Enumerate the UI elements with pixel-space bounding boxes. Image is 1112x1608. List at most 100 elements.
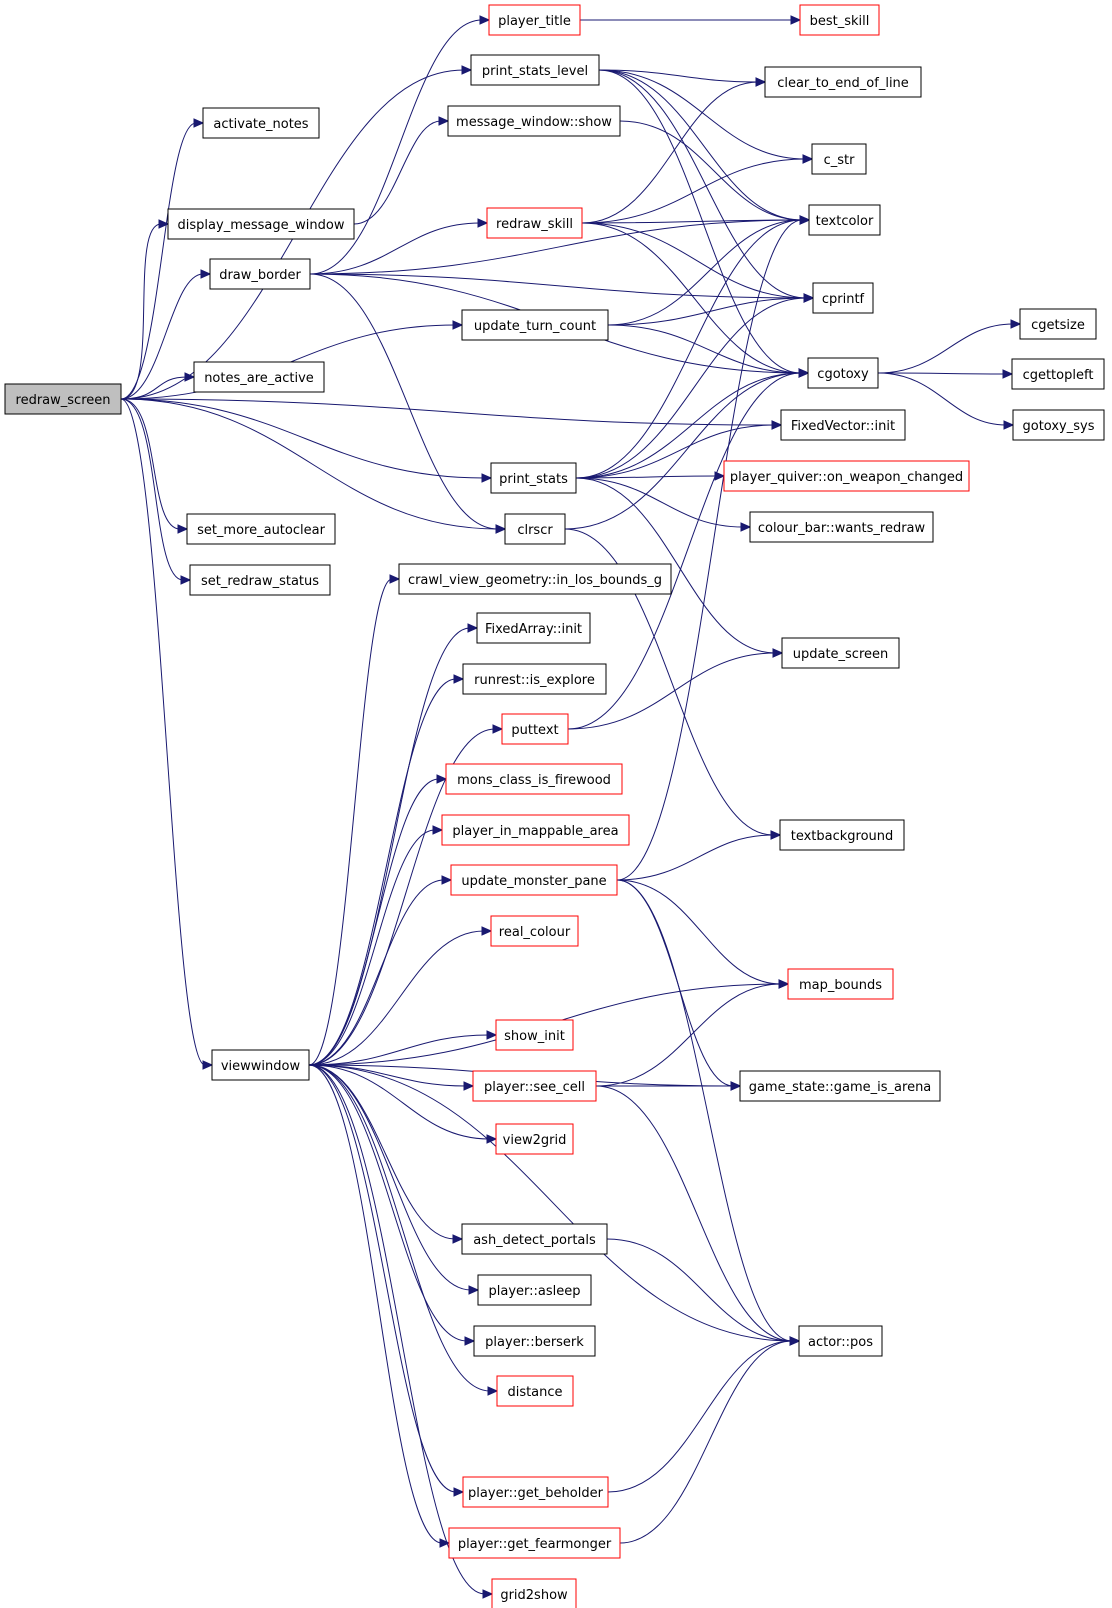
node-label: player::asleep xyxy=(489,1284,581,1299)
arrowhead-viewwindow-to-puttext xyxy=(492,724,504,734)
node-fixedvector-init[interactable]: FixedVector::init xyxy=(780,409,906,441)
node-label: player::see_cell xyxy=(484,1080,585,1095)
node-map-bounds[interactable]: map_bounds xyxy=(787,968,894,1000)
node-view2grid[interactable]: view2grid xyxy=(495,1123,574,1155)
node-player-quiver[interactable]: player_quiver::on_weapon_changed xyxy=(723,460,970,492)
node-mons-class-is-firewood[interactable]: mons_class_is_firewood xyxy=(445,763,623,795)
node-cprintf[interactable]: cprintf xyxy=(812,282,874,314)
edge-redraw-skill-to-textcolor xyxy=(581,219,803,224)
node-show-init[interactable]: show_init xyxy=(495,1019,574,1051)
node-draw-border[interactable]: draw_border xyxy=(209,258,311,290)
node-cgettopleft[interactable]: cgettopleft xyxy=(1011,358,1105,390)
node-distance[interactable]: distance xyxy=(496,1375,574,1407)
arrowhead-update-monster-pane-to-textbackground xyxy=(770,830,782,840)
node-box xyxy=(495,1123,574,1155)
node-player-in-mappable-area[interactable]: player_in_mappable_area xyxy=(441,814,630,846)
node-redraw-skill[interactable]: redraw_skill xyxy=(486,207,583,239)
edge-print-stats-level-to-cprintf xyxy=(598,69,807,299)
node-c-str[interactable]: c_str xyxy=(811,143,867,175)
node-crawl-view-geometry[interactable]: crawl_view_geometry::in_los_bounds_g xyxy=(398,563,672,595)
node-label: mons_class_is_firewood xyxy=(457,773,611,788)
node-clrscr[interactable]: clrscr xyxy=(504,513,566,545)
node-best-skill[interactable]: best_skill xyxy=(799,4,880,36)
node-gotoxy-sys[interactable]: gotoxy_sys xyxy=(1012,409,1105,441)
edge-update-turn-count-to-textcolor xyxy=(607,219,803,326)
edge-viewwindow-to-player-in-mappable-area xyxy=(308,829,436,1066)
edge-clrscr-to-textbackground xyxy=(564,528,774,836)
node-puttext[interactable]: puttext xyxy=(501,713,569,745)
node-textcolor[interactable]: textcolor xyxy=(808,204,881,236)
node-grid2show[interactable]: grid2show xyxy=(491,1578,577,1608)
edge-update-monster-pane-to-game-is-arena xyxy=(616,879,734,1087)
node-update-screen[interactable]: update_screen xyxy=(781,637,900,669)
node-player-get-beholder[interactable]: player::get_beholder xyxy=(462,1476,609,1508)
node-player-title[interactable]: player_title xyxy=(488,4,581,36)
node-box xyxy=(490,915,579,947)
node-box xyxy=(496,1375,574,1407)
node-activate-notes[interactable]: activate_notes xyxy=(202,107,320,139)
node-cgotoxy[interactable]: cgotoxy xyxy=(807,357,879,389)
node-box xyxy=(812,282,874,314)
arrowhead-viewwindow-to-player-get-beholder xyxy=(453,1487,465,1497)
node-print-stats-level[interactable]: print_stats_level xyxy=(470,54,600,86)
node-player-get-fearmonger[interactable]: player::get_fearmonger xyxy=(448,1527,621,1559)
node-label: ash_detect_portals xyxy=(473,1233,596,1248)
node-update-monster-pane[interactable]: update_monster_pane xyxy=(450,864,618,896)
node-notes-are-active[interactable]: notes_are_active xyxy=(193,361,325,393)
node-game-is-arena[interactable]: game_state::game_is_arena xyxy=(739,1070,941,1102)
node-box xyxy=(798,1325,883,1357)
node-box xyxy=(1012,409,1105,441)
node-player-asleep[interactable]: player::asleep xyxy=(477,1274,592,1306)
edge-redraw-screen-to-fixedvector-init xyxy=(120,398,775,426)
edge-print-stats-level-to-textcolor xyxy=(598,69,803,221)
node-viewwindow[interactable]: viewwindow xyxy=(211,1049,310,1081)
arrowhead-viewwindow-to-real-colour xyxy=(481,926,493,936)
node-clear-to-end-of-line[interactable]: clear_to_end_of_line xyxy=(764,66,922,98)
arrowhead-print-stats-to-cprintf xyxy=(803,293,815,303)
node-box xyxy=(461,1223,608,1255)
node-print-stats[interactable]: print_stats xyxy=(490,462,577,494)
node-redraw-screen[interactable]: redraw_screen xyxy=(4,383,122,415)
arrowhead-redraw-screen-to-display-message-window xyxy=(158,219,170,229)
node-message-window-show[interactable]: message_window::show xyxy=(447,105,621,137)
node-label: textcolor xyxy=(816,214,874,229)
node-display-message-window[interactable]: display_message_window xyxy=(167,208,355,240)
node-box xyxy=(193,361,325,393)
node-label: view2grid xyxy=(503,1133,567,1148)
node-label: clear_to_end_of_line xyxy=(777,76,909,91)
edge-update-turn-count-to-cgotoxy xyxy=(607,324,802,374)
node-box xyxy=(808,204,881,236)
edge-redraw-skill-to-c-str xyxy=(581,158,806,224)
node-cgetsize[interactable]: cgetsize xyxy=(1019,308,1097,340)
node-actor-pos[interactable]: actor::pos xyxy=(798,1325,883,1357)
edge-viewwindow-to-view2grid xyxy=(308,1064,490,1140)
edge-print-stats-to-update-screen xyxy=(575,477,776,654)
node-real-colour[interactable]: real_colour xyxy=(490,915,579,947)
node-fixedarray-init[interactable]: FixedArray::init xyxy=(476,612,591,644)
arrowhead-viewwindow-to-distance xyxy=(487,1386,499,1396)
node-set-redraw-status[interactable]: set_redraw_status xyxy=(189,564,331,596)
arrowhead-cgotoxy-to-cgettopleft xyxy=(1002,369,1014,379)
node-label: viewwindow xyxy=(221,1059,301,1074)
node-ash-detect-portals[interactable]: ash_detect_portals xyxy=(461,1223,608,1255)
node-label: show_init xyxy=(504,1029,565,1044)
node-label: real_colour xyxy=(499,925,571,940)
node-update-turn-count[interactable]: update_turn_count xyxy=(461,309,609,341)
node-player-see-cell[interactable]: player::see_cell xyxy=(472,1070,597,1102)
node-label: notes_are_active xyxy=(204,371,314,386)
node-label: player_quiver::on_weapon_changed xyxy=(730,470,963,485)
edge-player-get-beholder-to-actor-pos xyxy=(607,1340,793,1493)
edge-player-see-cell-to-map-bounds xyxy=(595,983,782,1087)
edge-redraw-skill-to-cgotoxy xyxy=(581,222,802,374)
node-label: puttext xyxy=(511,723,558,738)
node-colour-bar[interactable]: colour_bar::wants_redraw xyxy=(749,511,934,543)
edge-message-window-show-to-textcolor xyxy=(619,120,803,221)
node-set-more-autoclear[interactable]: set_more_autoclear xyxy=(186,513,336,545)
edge-draw-border-to-textcolor xyxy=(309,219,803,275)
node-label: distance xyxy=(507,1385,562,1400)
node-runrest-is-explore[interactable]: runrest::is_explore xyxy=(462,663,607,695)
arrowhead-redraw-screen-to-set-more-autoclear xyxy=(177,524,189,534)
arrowhead-cgotoxy-to-cgetsize xyxy=(1010,319,1022,329)
node-player-berserk[interactable]: player::berserk xyxy=(473,1325,596,1357)
node-textbackground[interactable]: textbackground xyxy=(779,819,905,851)
